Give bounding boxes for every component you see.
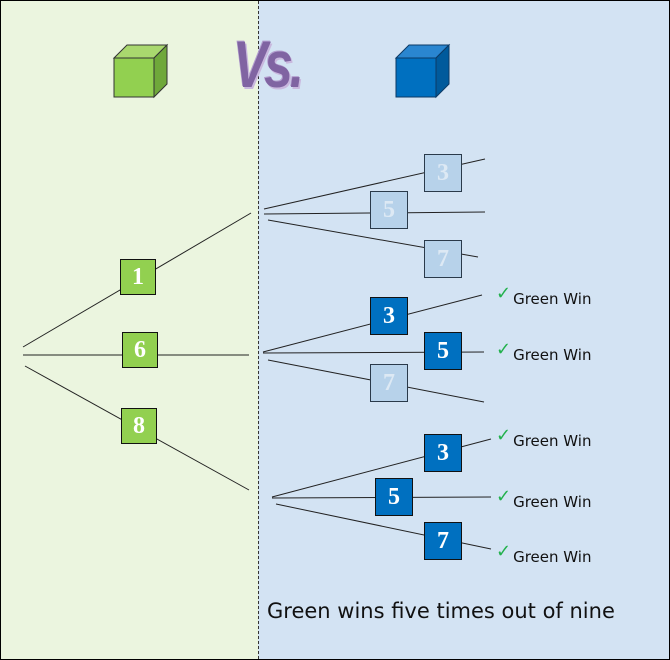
blue-face-box: 3 (370, 297, 408, 335)
blue-face-box: 3 (424, 434, 462, 472)
win-label: ✓Green Win (496, 541, 592, 566)
checkmark-icon: ✓ (496, 425, 512, 446)
green-face-box: 8 (121, 408, 157, 444)
win-label: ✓Green Win (496, 283, 592, 308)
checkmark-icon: ✓ (496, 541, 512, 562)
checkmark-icon: ✓ (496, 283, 512, 304)
green-face-box: 6 (122, 332, 158, 368)
vs-label: Vs. (233, 27, 304, 101)
blue-face-box: 7 (424, 240, 462, 278)
blue-face-box: 7 (424, 522, 462, 560)
blue-cube-icon (394, 43, 451, 99)
win-label: ✓Green Win (496, 486, 592, 511)
blue-face-box: 5 (370, 191, 408, 229)
win-label: ✓Green Win (496, 339, 592, 364)
blue-side-panel (258, 1, 669, 659)
summary-text: Green wins five times out of nine (267, 599, 615, 623)
checkmark-icon: ✓ (496, 339, 512, 360)
green-face-box: 1 (120, 259, 156, 295)
blue-face-box: 7 (370, 364, 408, 402)
green-side-panel (1, 1, 258, 659)
win-label: ✓Green Win (496, 425, 592, 450)
checkmark-icon: ✓ (496, 486, 512, 507)
blue-face-box: 5 (424, 332, 462, 370)
blue-face-box: 5 (375, 478, 413, 516)
blue-face-box: 3 (424, 154, 462, 192)
green-cube-icon (112, 43, 169, 99)
